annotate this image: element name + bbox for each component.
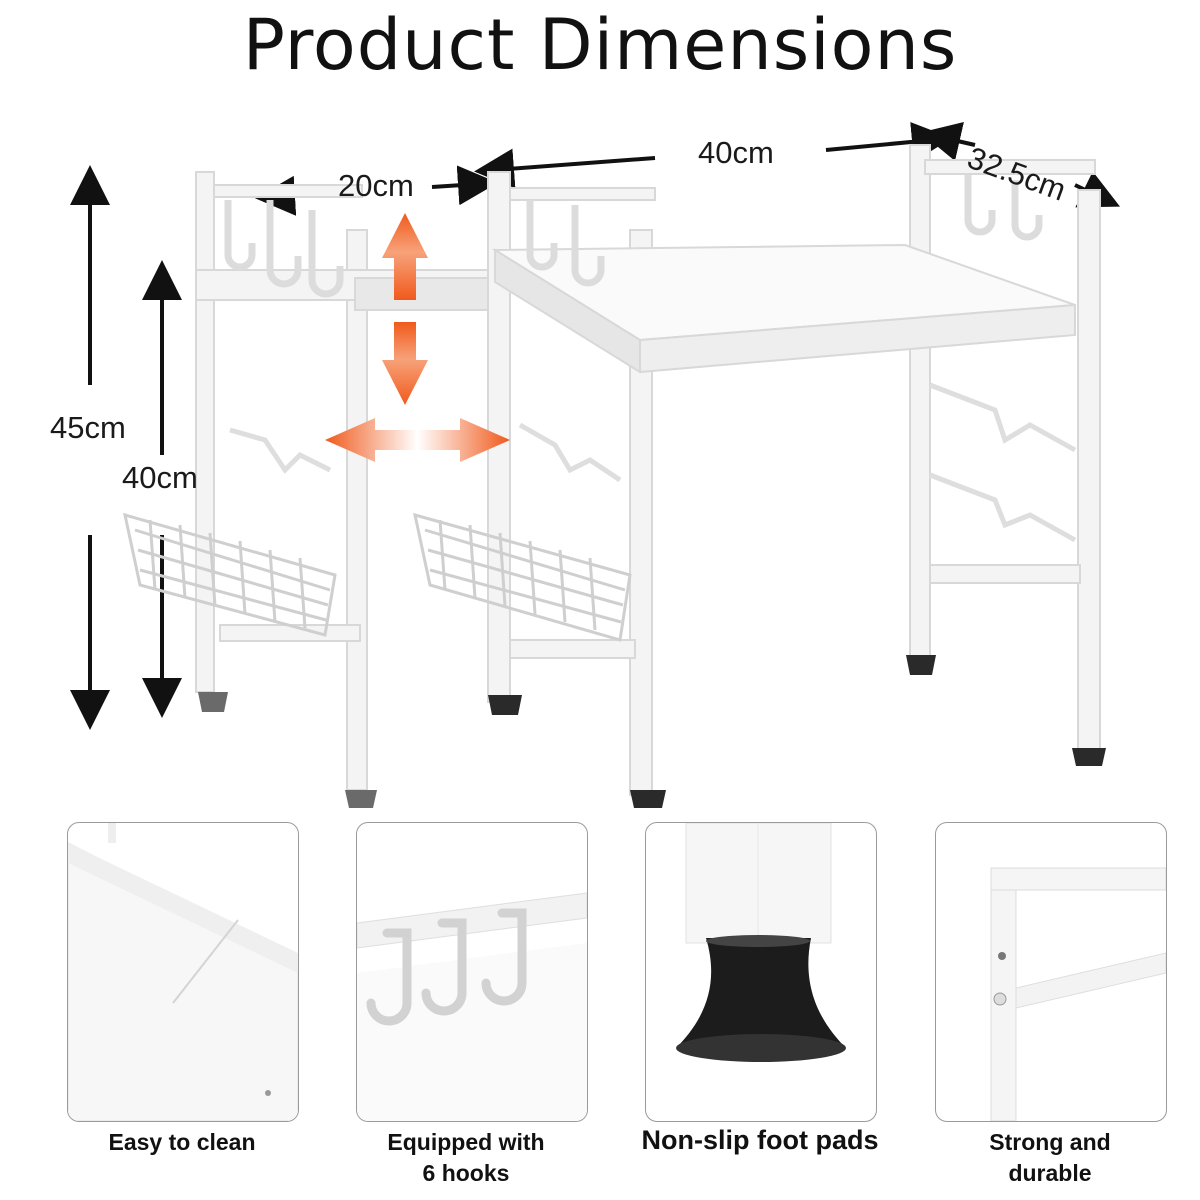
feature-card-foot: [645, 822, 877, 1122]
frame-corner-icon: [990, 867, 1166, 1121]
inner-height-label: 40cm: [122, 460, 198, 495]
rack-illustration: [70, 121, 1121, 808]
top-width-label: 20cm: [338, 168, 414, 203]
right-unit: [487, 144, 1101, 796]
foot-pads: [198, 655, 1106, 808]
hooks-icon: [357, 892, 587, 1121]
feature-label-durable: Strong and durable: [910, 1127, 1190, 1189]
page-title: Product Dimensions: [242, 4, 958, 86]
feature-label-hooks-text: Equipped with 6 hooks: [387, 1129, 545, 1186]
width-label: 40cm: [698, 135, 774, 170]
left-hooks: [224, 200, 344, 298]
feature-label-hooks: Equipped with 6 hooks: [326, 1127, 606, 1189]
feature-card-clean: [67, 822, 299, 1122]
feature-label-clean: Easy to clean: [108, 1129, 256, 1155]
feature-card-durable: [935, 822, 1167, 1122]
right-hooks: [526, 175, 1043, 287]
overall-height-label: 45cm: [50, 410, 126, 445]
side-rails: [229, 382, 1077, 543]
left-unit: [195, 171, 497, 791]
wire-basket-left: [123, 512, 337, 637]
feature-label-durable-text: Strong and durable: [989, 1129, 1111, 1186]
wire-basket-right: [413, 512, 632, 642]
feature-label-foot: Non-slip foot pads: [641, 1125, 879, 1155]
feature-card-hooks: [356, 822, 588, 1122]
shelf-board-icon: [68, 823, 298, 1121]
adjust-arrows: [325, 213, 510, 462]
foot-pad-icon: [676, 823, 846, 1062]
